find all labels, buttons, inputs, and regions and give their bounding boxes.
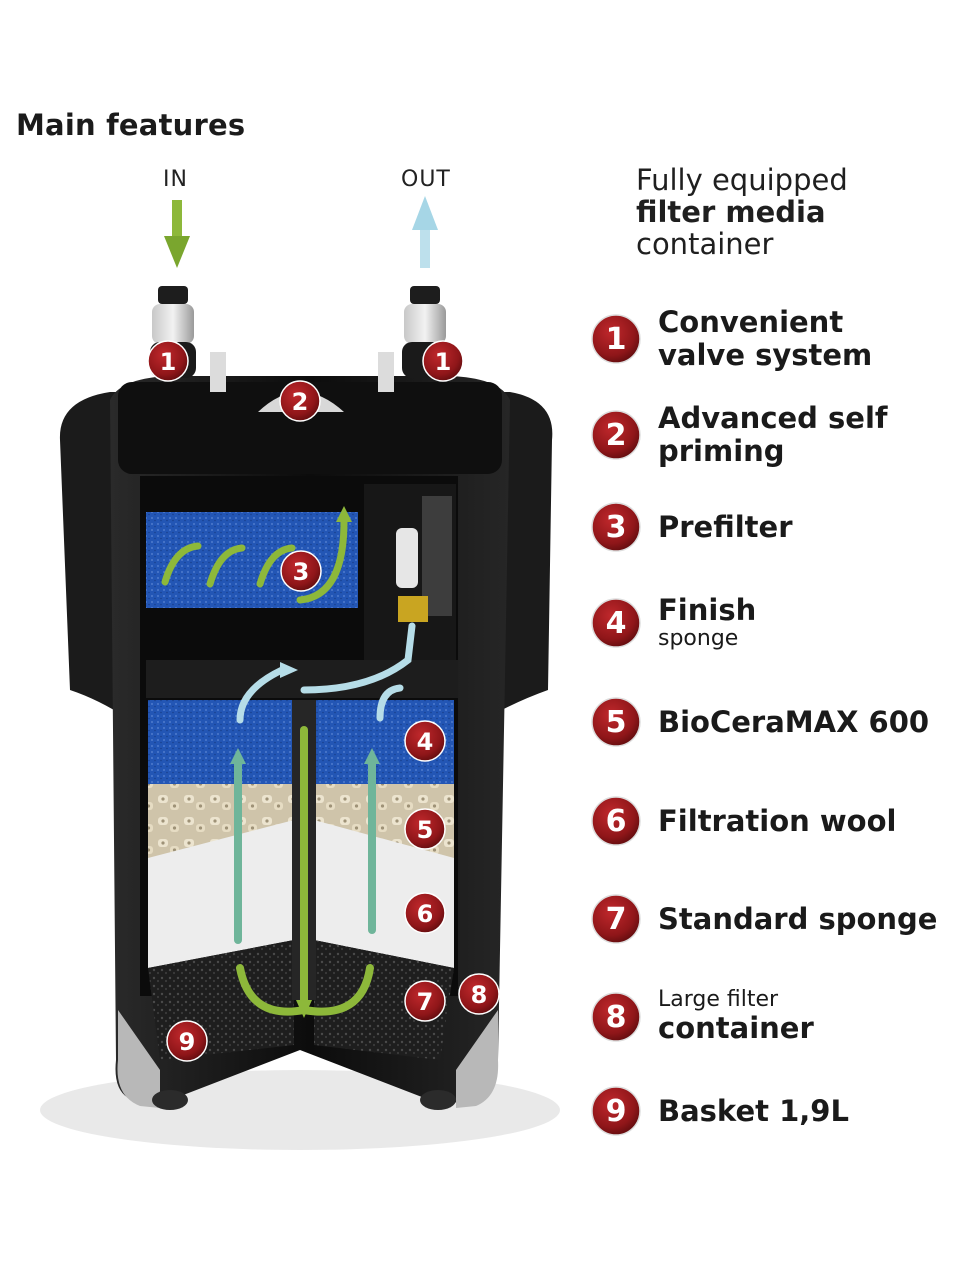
- out-port-label: OUT: [401, 167, 451, 192]
- feature-label-line1: Convenient: [658, 305, 844, 339]
- number-badge: 7: [591, 894, 641, 944]
- callout-badge-9: 9: [166, 1020, 208, 1062]
- intro-line-3: container: [636, 227, 774, 261]
- callout-badge-4: 4: [404, 720, 446, 762]
- feature-item-9: 9 Basket 1,9L: [590, 1085, 849, 1137]
- callout-badge-1b: 1: [422, 340, 464, 382]
- filtration-wool-left: [148, 820, 294, 968]
- feature-label-line1: Prefilter: [658, 509, 793, 544]
- callout-badge-2: 2: [279, 380, 321, 422]
- svg-text:1: 1: [160, 348, 177, 376]
- svg-text:6: 6: [417, 900, 434, 928]
- right-lid-clip: [378, 352, 394, 392]
- callout-badge-7: 7: [404, 980, 446, 1022]
- feature-label-line2: valve system: [658, 338, 873, 372]
- feature-label-line1: Basket 1,9L: [658, 1093, 849, 1128]
- feature-label-line2: priming: [658, 434, 785, 468]
- filter-lid: [118, 382, 502, 474]
- intro-text: Fully equipped filter media container: [636, 164, 848, 260]
- feature-label-line1: Filtration wool: [658, 803, 897, 838]
- svg-text:9: 9: [179, 1028, 196, 1056]
- number-badge: 3: [591, 502, 641, 552]
- callout-badge-5: 5: [404, 808, 446, 850]
- feature-item-3: 3 Prefilter: [590, 501, 793, 553]
- page-title: Main features: [16, 108, 246, 142]
- right-foot: [420, 1090, 456, 1110]
- callout-badges: 1 1 2 3 4 5 6 7 8 9: [147, 340, 500, 1062]
- feature-item-7: 7 Standard sponge: [590, 893, 937, 945]
- feature-label-line1: BioCeraMAX 600: [658, 704, 930, 739]
- svg-text:4: 4: [606, 606, 627, 641]
- standard-sponge-right: [314, 940, 454, 1060]
- number-badge: 2: [591, 410, 641, 460]
- feature-item-5: 5 BioCeraMAX 600: [590, 696, 929, 748]
- svg-text:5: 5: [606, 705, 627, 740]
- in-port-label: IN: [163, 167, 188, 192]
- feature-label-line1: Standard sponge: [658, 901, 938, 936]
- left-base-trim: [117, 1010, 160, 1108]
- callout-badge-1a: 1: [147, 340, 189, 382]
- feature-sublabel: sponge: [658, 626, 739, 651]
- feature-label-line1: Finish: [658, 593, 757, 627]
- svg-text:9: 9: [606, 1094, 627, 1129]
- svg-text:1: 1: [606, 322, 627, 357]
- intro-line-2: filter media: [636, 195, 826, 229]
- svg-text:8: 8: [471, 981, 488, 1009]
- callout-badge-6: 6: [404, 892, 446, 934]
- svg-text:3: 3: [606, 510, 627, 545]
- callout-badge-3: 3: [280, 550, 322, 592]
- left-foot: [152, 1090, 188, 1110]
- feature-item-6: 6 Filtration wool: [590, 795, 896, 847]
- feature-label-line1: Advanced self: [658, 401, 888, 435]
- svg-text:1: 1: [435, 348, 452, 376]
- svg-text:8: 8: [606, 1000, 627, 1035]
- svg-text:7: 7: [606, 902, 627, 937]
- left-lid-clip: [210, 352, 226, 392]
- svg-text:5: 5: [417, 816, 434, 844]
- right-base-trim: [456, 1010, 499, 1108]
- feature-label-line1: container: [658, 1011, 814, 1045]
- intro-line-1: Fully equipped: [636, 163, 848, 197]
- number-badge: 6: [591, 796, 641, 846]
- svg-text:3: 3: [293, 558, 310, 586]
- number-badge: 8: [591, 991, 641, 1042]
- number-badge: 1: [591, 314, 641, 364]
- number-badge: 5: [591, 697, 641, 747]
- svg-text:2: 2: [292, 388, 309, 416]
- callout-badge-8: 8: [458, 973, 500, 1015]
- svg-text:4: 4: [417, 728, 434, 756]
- out-flow-arrow: [412, 196, 438, 268]
- finish-sponge-left: [148, 700, 294, 784]
- svg-text:7: 7: [417, 988, 434, 1016]
- feature-prelabel: Large filter: [658, 987, 779, 1012]
- svg-text:2: 2: [606, 418, 627, 453]
- number-badge: 4: [591, 597, 641, 648]
- number-badge: 9: [591, 1086, 641, 1136]
- in-flow-arrow: [164, 200, 190, 268]
- svg-text:6: 6: [606, 804, 627, 839]
- flow-arrows: [161, 514, 416, 1016]
